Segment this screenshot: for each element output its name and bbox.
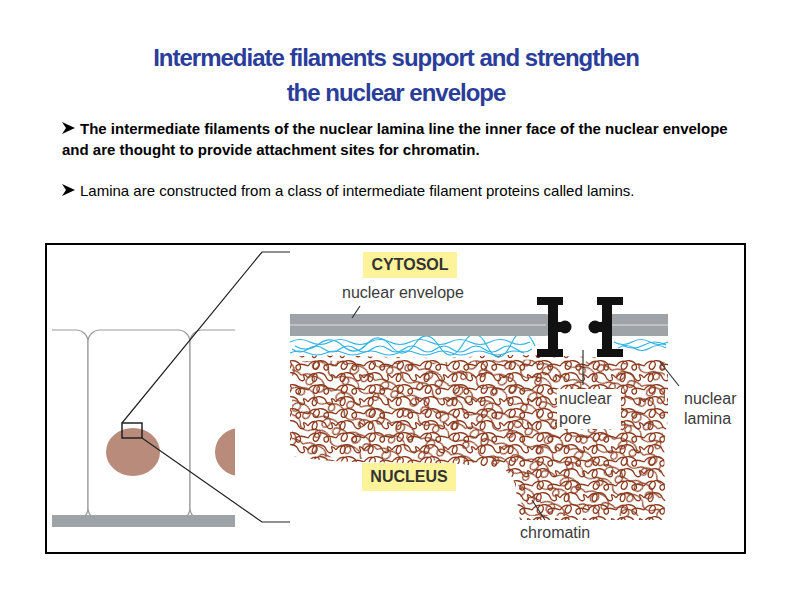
nuclear-pore-complex	[537, 297, 572, 357]
zoom-line	[122, 252, 290, 423]
part-label: chromatin	[518, 523, 592, 542]
label-box: nuclear envelope	[340, 283, 466, 302]
basal-lamina	[52, 515, 235, 527]
cell-nucleus	[106, 428, 160, 476]
compartment-tag: NUCLEUS	[362, 463, 456, 491]
leader-line	[582, 350, 583, 385]
part-label: nuclear lamina	[682, 389, 742, 429]
cell-nucleus	[215, 428, 235, 476]
leader-line	[532, 500, 545, 520]
title-box: Intermediate filaments support and stren…	[136, 40, 656, 110]
part-label: nuclear envelope	[340, 283, 466, 302]
label-box: nuclear pore	[557, 389, 621, 429]
lamin-filament	[622, 342, 666, 348]
membrane-line	[290, 324, 546, 326]
chromatin-mass	[292, 359, 665, 516]
cell-outline	[190, 330, 235, 520]
leader-line	[660, 362, 679, 386]
label-box: chromatin	[518, 523, 592, 542]
chromatin-mass	[290, 355, 668, 520]
nuclear-pore-complex	[589, 297, 624, 357]
epithelial-cells	[52, 330, 235, 527]
label-box: Lamina are constructed from a class of i…	[62, 180, 662, 201]
nuclear-envelope	[290, 314, 556, 336]
bullet-arrow	[62, 122, 75, 134]
compartment-name: NUCLEUS	[370, 467, 448, 487]
membrane-line	[611, 324, 668, 326]
label-box: nuclear lamina	[682, 389, 742, 429]
figure-frame	[46, 244, 745, 553]
slide-title: Intermediate filaments support and stren…	[136, 40, 656, 110]
lamin-filament	[290, 351, 524, 355]
zoom-square	[122, 423, 142, 438]
part-label: nuclear pore	[557, 389, 621, 429]
cell-outline	[52, 330, 88, 520]
bullet-text: Lamina are constructed from a class of i…	[62, 180, 662, 201]
bullet-arrow	[62, 184, 75, 196]
bullet-text: The intermediate filaments of the nuclea…	[62, 118, 730, 160]
zoom-line	[142, 438, 290, 522]
compartment-name: CYTOSOL	[371, 255, 449, 275]
label-box: The intermediate filaments of the nuclea…	[62, 118, 730, 160]
compartment-tag: CYTOSOL	[363, 252, 457, 278]
leader-line	[352, 306, 360, 318]
